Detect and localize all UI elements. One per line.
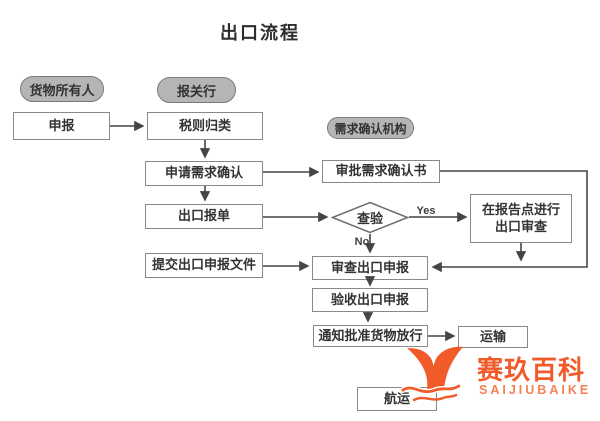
flow-node-inspection-decision-label: 查验 — [356, 211, 383, 226]
edge-label-yes: Yes — [416, 205, 436, 217]
lane-pill-customs-broker-label: 报关行 — [176, 83, 216, 99]
logo-latin-name: SAIJIUBAIKE — [479, 383, 592, 397]
flow-node-approve-confirmation: 审批需求确认书 — [322, 160, 440, 183]
flow-node-submit-documents: 提交出口申报文件 — [145, 253, 263, 278]
whale-tail-logo-icon — [400, 346, 463, 402]
flow-node-approve-confirmation-label: 审批需求确认书 — [335, 163, 427, 179]
flow-node-transport: 运输 — [458, 326, 528, 348]
flow-node-shipping-label: 航运 — [383, 390, 410, 406]
lane-pill-cargo-owner-label: 货物所有人 — [29, 82, 95, 98]
flow-node-declare-label: 申报 — [48, 117, 75, 133]
flow-node-tariff-classification-label: 税则归类 — [178, 117, 231, 133]
page-title: 出口流程 — [220, 23, 300, 43]
flow-node-apply-confirmation-label: 申请需求确认 — [164, 165, 243, 181]
flow-node-submit-documents-label: 提交出口申报文件 — [151, 257, 256, 273]
lane-pill-cargo-owner: 货物所有人 — [20, 76, 104, 102]
flow-node-notify-release-label: 通知批准货物放行 — [318, 327, 423, 343]
flow-node-apply-confirmation: 申请需求确认 — [145, 161, 263, 186]
lane-pill-confirm-agency: 需求确认机构 — [327, 117, 414, 139]
lane-pill-customs-broker: 报关行 — [157, 77, 236, 103]
flow-node-site-review: 在报告点进行出口审查 — [470, 194, 572, 243]
flow-node-accept-declaration-label: 验收出口申报 — [330, 291, 409, 307]
flow-node-notify-release: 通知批准货物放行 — [313, 325, 428, 347]
flow-node-accept-declaration: 验收出口申报 — [312, 288, 428, 312]
diamond-shape — [331, 201, 409, 234]
logo-chinese-name: 赛玖百科 — [477, 355, 586, 385]
lane-pill-confirm-agency-label: 需求确认机构 — [334, 121, 407, 136]
flow-node-export-form-label: 出口报单 — [177, 208, 230, 224]
edge-label-no: No — [354, 236, 370, 248]
flow-node-site-review-label: 在报告点进行出口审查 — [481, 201, 560, 234]
flow-node-tariff-classification: 税则归类 — [147, 112, 263, 140]
saijiubaike-logo: 赛玖百科 SAIJIUBAIKE — [395, 342, 595, 417]
flow-node-declare: 申报 — [13, 112, 110, 140]
flow-node-review-declaration-label: 审查出口申报 — [330, 259, 409, 275]
flow-node-export-form: 出口报单 — [145, 204, 263, 229]
flow-node-inspection-decision: 查验 — [331, 201, 409, 234]
flow-node-review-declaration: 审查出口申报 — [312, 256, 428, 280]
flow-node-transport-label: 运输 — [479, 328, 506, 344]
